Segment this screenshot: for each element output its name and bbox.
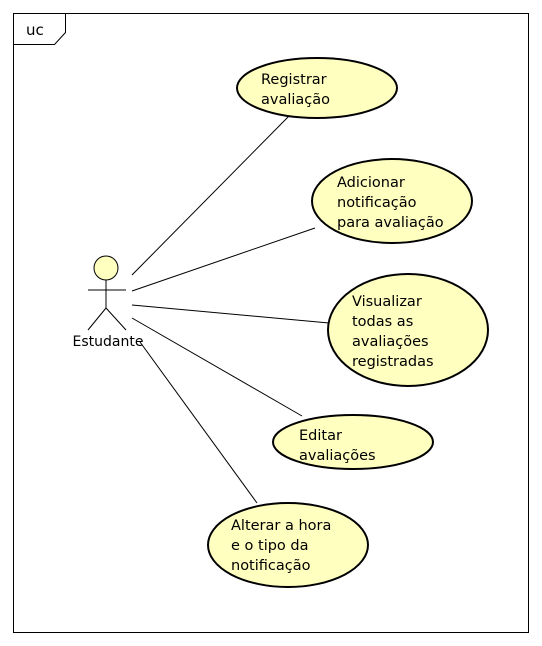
use-case-label-line: e o tipo da [231,538,309,554]
actor-name: Estudante [73,334,144,350]
use-case-label-line: Editar [299,428,342,444]
use-case-label-line: para avaliação [337,215,444,231]
use-case-label: Visualizar todas as avaliações registrad… [352,294,434,370]
frame-label: uc [26,21,44,39]
use-case-adicionar-notificacao: Adicionar notificação para avaliação [311,158,473,244]
association-editar [131,317,303,417]
association-registrar [131,114,291,276]
use-case-label-line: notificação [231,558,311,574]
association-alterar-notificacao [139,341,258,504]
association-adicionar-notificacao [131,227,316,292]
associations [131,114,330,504]
actor-estudante: Estudante [73,255,144,350]
use-case-label-line: Alterar a hora [231,518,331,534]
use-case-label-line: avaliações [299,448,376,464]
use-case-label-line: notificação [337,195,417,211]
use-case-label-line: avaliação [261,92,330,108]
use-case-label-line: Visualizar [352,294,422,310]
use-case-label: Editar avaliações [299,428,376,464]
use-case-label: Alterar a hora e o tipo da notificação [231,518,336,574]
use-case-editar: Editar avaliações [272,414,434,470]
use-case-label-line: avaliações [352,334,429,350]
use-case-label-line: Adicionar [337,175,405,191]
association-visualizar [131,304,330,324]
use-case-registrar: Registrar avaliação [236,57,398,119]
use-case-label-line: Registrar [261,72,327,88]
frame-label-tab [13,13,66,45]
use-case-label: Registrar avaliação [261,72,331,108]
use-case-visualizar: Visualizar todas as avaliações registrad… [327,273,489,387]
stick-figure-actor-icon [87,255,127,331]
use-case-label: Adicionar notificação para avaliação [337,175,444,231]
use-case-label-line: todas as [352,314,413,330]
use-case-label-line: registradas [352,354,434,370]
use-case-alterar-notificacao: Alterar a hora e o tipo da notificação [207,502,369,588]
